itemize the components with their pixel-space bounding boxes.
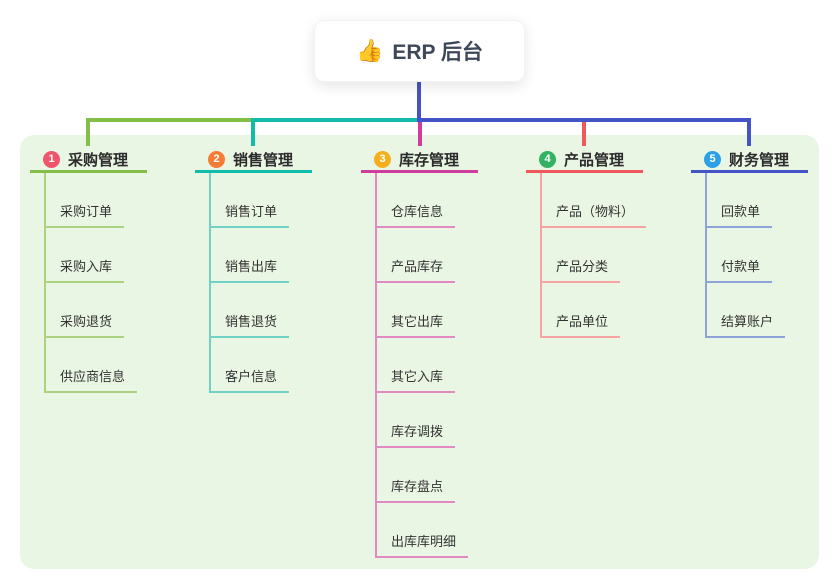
child-label: 其它入库 bbox=[377, 366, 456, 393]
connector-drop-sales bbox=[251, 121, 255, 146]
child-label: 销售订单 bbox=[211, 201, 290, 228]
child-label: 产品库存 bbox=[377, 256, 456, 283]
branch-children-inventory: 仓库信息 产品库存 其它出库 其它入库 库存调拨 库存盘点 出库库明细 bbox=[375, 173, 478, 558]
child-node[interactable]: 供应商信息 bbox=[46, 338, 147, 393]
child-node[interactable]: 其它入库 bbox=[377, 338, 478, 393]
branch-label: 采购管理 bbox=[68, 151, 129, 169]
branch-label: 产品管理 bbox=[564, 151, 625, 169]
thumbs-up-icon: 👍 bbox=[355, 38, 384, 63]
branch-header-product[interactable]: 4 产品管理 bbox=[526, 148, 643, 173]
child-label: 回款单 bbox=[707, 201, 773, 228]
branch-number-badge: 3 bbox=[374, 150, 391, 168]
connector-bus-left-green bbox=[86, 118, 253, 122]
child-node[interactable]: 付款单 bbox=[707, 228, 808, 283]
child-node[interactable]: 产品分类 bbox=[542, 228, 643, 283]
connector-bus-mid-teal bbox=[251, 118, 419, 122]
root-node[interactable]: 👍 ERP 后台 bbox=[314, 20, 525, 82]
branch-product: 4 产品管理 产品（物料） 产品分类 产品单位 bbox=[526, 148, 647, 338]
branch-header-purchase[interactable]: 1 采购管理 bbox=[30, 148, 147, 173]
child-node[interactable]: 销售订单 bbox=[211, 173, 312, 228]
child-node[interactable]: 库存调拨 bbox=[377, 393, 478, 448]
connector-trunk bbox=[417, 82, 421, 120]
branch-header-sales[interactable]: 2 销售管理 bbox=[195, 148, 312, 173]
child-label: 结算账户 bbox=[707, 311, 786, 338]
child-node[interactable]: 客户信息 bbox=[211, 338, 312, 393]
child-node[interactable]: 产品库存 bbox=[377, 228, 478, 283]
child-label: 供应商信息 bbox=[46, 366, 138, 393]
child-node[interactable]: 其它出库 bbox=[377, 283, 478, 338]
child-node[interactable]: 库存盘点 bbox=[377, 448, 478, 503]
child-node[interactable]: 仓库信息 bbox=[377, 173, 478, 228]
branch-number-badge: 2 bbox=[208, 150, 225, 168]
child-label: 采购退货 bbox=[46, 311, 125, 338]
child-node[interactable]: 采购订单 bbox=[46, 173, 147, 228]
child-label: 销售出库 bbox=[211, 256, 290, 283]
child-label: 库存调拨 bbox=[377, 421, 456, 448]
child-label: 出库库明细 bbox=[377, 531, 469, 558]
child-node[interactable]: 产品（物料） bbox=[542, 173, 647, 228]
child-label: 产品分类 bbox=[542, 256, 621, 283]
branch-children-finance: 回款单 付款单 结算账户 bbox=[705, 173, 808, 338]
child-node[interactable]: 采购退货 bbox=[46, 283, 147, 338]
child-node[interactable]: 销售出库 bbox=[211, 228, 312, 283]
child-label: 销售退货 bbox=[211, 311, 290, 338]
child-label: 采购入库 bbox=[46, 256, 125, 283]
child-label: 采购订单 bbox=[46, 201, 125, 228]
child-label: 客户信息 bbox=[211, 366, 290, 393]
child-node[interactable]: 销售退货 bbox=[211, 283, 312, 338]
child-label: 产品单位 bbox=[542, 311, 621, 338]
connector-drop-purchase bbox=[86, 121, 90, 146]
branch-children-product: 产品（物料） 产品分类 产品单位 bbox=[540, 173, 647, 338]
root-label: ERP 后台 bbox=[392, 41, 484, 64]
branch-inventory: 3 库存管理 仓库信息 产品库存 其它出库 其它入库 库存调拨 库存盘点 出库库… bbox=[361, 148, 478, 558]
branch-header-finance[interactable]: 5 财务管理 bbox=[691, 148, 808, 173]
branch-purchase: 1 采购管理 采购订单 采购入库 采购退货 供应商信息 bbox=[30, 148, 147, 393]
connector-drop-inventory bbox=[418, 121, 422, 146]
child-node[interactable]: 结算账户 bbox=[707, 283, 808, 338]
child-label: 库存盘点 bbox=[377, 476, 456, 503]
connector-bus-right-blue bbox=[417, 118, 751, 122]
connector-drop-product bbox=[582, 121, 586, 146]
branch-finance: 5 财务管理 回款单 付款单 结算账户 bbox=[691, 148, 808, 338]
branch-label: 财务管理 bbox=[729, 151, 790, 169]
child-node[interactable]: 出库库明细 bbox=[377, 503, 478, 558]
child-label: 其它出库 bbox=[377, 311, 456, 338]
branches-panel-background bbox=[20, 135, 819, 569]
branch-header-inventory[interactable]: 3 库存管理 bbox=[361, 148, 478, 173]
child-label: 产品（物料） bbox=[542, 201, 647, 228]
branch-number-badge: 4 bbox=[539, 150, 556, 168]
branch-children-purchase: 采购订单 采购入库 采购退货 供应商信息 bbox=[44, 173, 147, 393]
branch-children-sales: 销售订单 销售出库 销售退货 客户信息 bbox=[209, 173, 312, 393]
child-label: 付款单 bbox=[707, 256, 773, 283]
branch-number-badge: 1 bbox=[43, 150, 60, 168]
connector-drop-finance bbox=[747, 121, 751, 146]
branch-sales: 2 销售管理 销售订单 销售出库 销售退货 客户信息 bbox=[195, 148, 312, 393]
child-node[interactable]: 回款单 bbox=[707, 173, 808, 228]
child-label: 仓库信息 bbox=[377, 201, 456, 228]
branch-label: 销售管理 bbox=[233, 151, 294, 169]
child-node[interactable]: 采购入库 bbox=[46, 228, 147, 283]
branch-number-badge: 5 bbox=[704, 150, 721, 168]
branch-label: 库存管理 bbox=[399, 151, 460, 169]
child-node[interactable]: 产品单位 bbox=[542, 283, 643, 338]
